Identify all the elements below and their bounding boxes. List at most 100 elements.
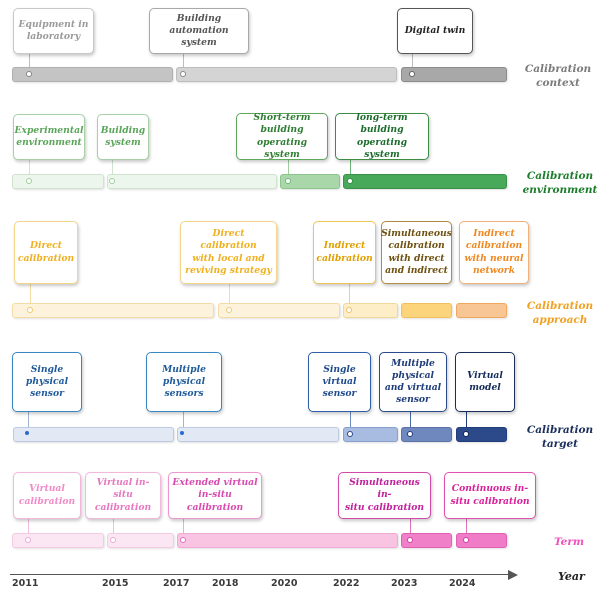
connector (410, 519, 411, 537)
bar-segment (456, 427, 507, 442)
card-digital-twin: Digital twin (397, 8, 473, 54)
timeline-dot (347, 178, 353, 184)
timeline-dot (25, 431, 29, 435)
timeline-dot (226, 307, 232, 313)
connector (288, 160, 289, 180)
timeline-dot (346, 307, 352, 313)
timeline-dot (347, 431, 353, 437)
year-tick-label: 2015 (102, 578, 129, 589)
card-virtual-calibration: Virtual calibration (13, 472, 81, 519)
connector (29, 160, 30, 180)
bar-segment (107, 174, 277, 189)
connector (28, 519, 29, 537)
year-axis-label: Year (558, 570, 585, 583)
bar-segment (343, 303, 398, 318)
card-building-system: Building system (97, 114, 149, 160)
card-continuous-in-situ-calibration: Continuous in- situ calibration (444, 472, 536, 519)
bar-segment (456, 303, 507, 318)
timeline-dot (463, 431, 469, 437)
year-tick-label: 2020 (271, 578, 298, 589)
card-indirect-calibration: Indirect calibration (313, 221, 376, 284)
bar-segment (401, 533, 452, 548)
connector (350, 160, 351, 180)
timeline-dot (109, 178, 115, 184)
timeline-dot (26, 178, 32, 184)
bar-segment (12, 174, 104, 189)
bar-segment (401, 67, 507, 82)
connector (183, 519, 184, 537)
bar-segment (280, 174, 340, 189)
connector (229, 284, 230, 309)
card-simultaneous-in-situ-calibration: Simultaneous in- situ calibration (338, 472, 431, 519)
timeline-dot (180, 71, 186, 77)
row-label-calibration-environment: Calibration environment (522, 170, 598, 197)
timeline-dot (26, 71, 32, 77)
bar-segment (343, 174, 507, 189)
row-label-calibration-context: Calibration context (524, 63, 592, 90)
card-direct-calibration: Direct calibration (14, 221, 78, 284)
connector (30, 284, 31, 309)
timeline-dot (25, 537, 31, 543)
card-virtual-in-situ-calibration: Virtual in-situ calibration (85, 472, 161, 519)
timeline-dot (407, 537, 413, 543)
bar-segment (401, 303, 452, 318)
connector (410, 412, 411, 432)
row-label-calibration-approach: Calibration approach (526, 300, 594, 327)
year-tick-label: 2018 (212, 578, 239, 589)
year-tick-label: 2022 (333, 578, 360, 589)
year-axis-arrow (508, 570, 518, 580)
timeline-dot (110, 537, 116, 543)
card-extended-virtual-in-situ-calibration: Extended virtual in-situ calibration (168, 472, 262, 519)
bar-segment (107, 533, 174, 548)
card-single-virtual-sensor: Single virtual sensor (308, 352, 371, 412)
bar-segment (12, 533, 104, 548)
connector (28, 412, 29, 432)
timeline-dot (407, 431, 413, 437)
year-tick-label: 2023 (391, 578, 418, 589)
timeline-dot (463, 537, 469, 543)
card-long-term-building-operating-system: long-term building operating system (335, 112, 429, 160)
connector (183, 53, 184, 73)
card-single-physical-sensor: Single physical sensor (12, 352, 82, 412)
timeline-dot (285, 178, 291, 184)
year-tick-label: 2011 (12, 578, 39, 589)
connector (349, 284, 350, 309)
year-axis-line (10, 574, 510, 575)
bar-segment (401, 427, 452, 442)
card-short-term-building-operating-system: Short-term building operating system (236, 112, 328, 160)
bar-segment (218, 303, 340, 318)
bar-segment (456, 533, 507, 548)
year-tick-label: 2017 (163, 578, 190, 589)
bar-segment (343, 427, 398, 442)
year-tick-label: 2024 (449, 578, 476, 589)
card-equipment-in-laboratory: Equipment in laboratory (13, 8, 94, 54)
card-simultaneous-direct-indirect: Simultaneous calibration with direct and… (381, 221, 452, 284)
timeline-dot (409, 71, 415, 77)
connector (350, 412, 351, 432)
card-experimental-environment: Experimental environment (13, 114, 85, 160)
connector (466, 519, 467, 537)
row-label-calibration-target: Calibration target (526, 424, 594, 451)
row-label-term: Term (554, 536, 584, 548)
timeline-dot (180, 537, 186, 543)
card-indirect-neural-network: Indirect calibration with neural network (459, 221, 529, 284)
bar-segment (176, 67, 397, 82)
bar-segment (12, 303, 214, 318)
card-multiple-physical-sensors: Multiple physical sensors (146, 352, 222, 412)
connector (112, 160, 113, 180)
bar-segment (13, 427, 174, 442)
timeline-dot (180, 431, 184, 435)
card-multiple-physical-virtual-sensor: Multiple physical and virtual sensor (379, 352, 447, 412)
timeline-dot (27, 307, 33, 313)
card-virtual-model: Virtual model (455, 352, 515, 412)
connector (183, 412, 184, 432)
connector (29, 53, 30, 73)
card-building-automation-system: Building automation system (149, 8, 249, 54)
connector (113, 519, 114, 537)
bar-segment (177, 427, 339, 442)
connector (466, 412, 467, 432)
bar-segment (12, 67, 173, 82)
connector (412, 53, 413, 73)
card-direct-calibration-local-reviving: Direct calibration with local and revivi… (180, 221, 277, 284)
bar-segment (177, 533, 398, 548)
